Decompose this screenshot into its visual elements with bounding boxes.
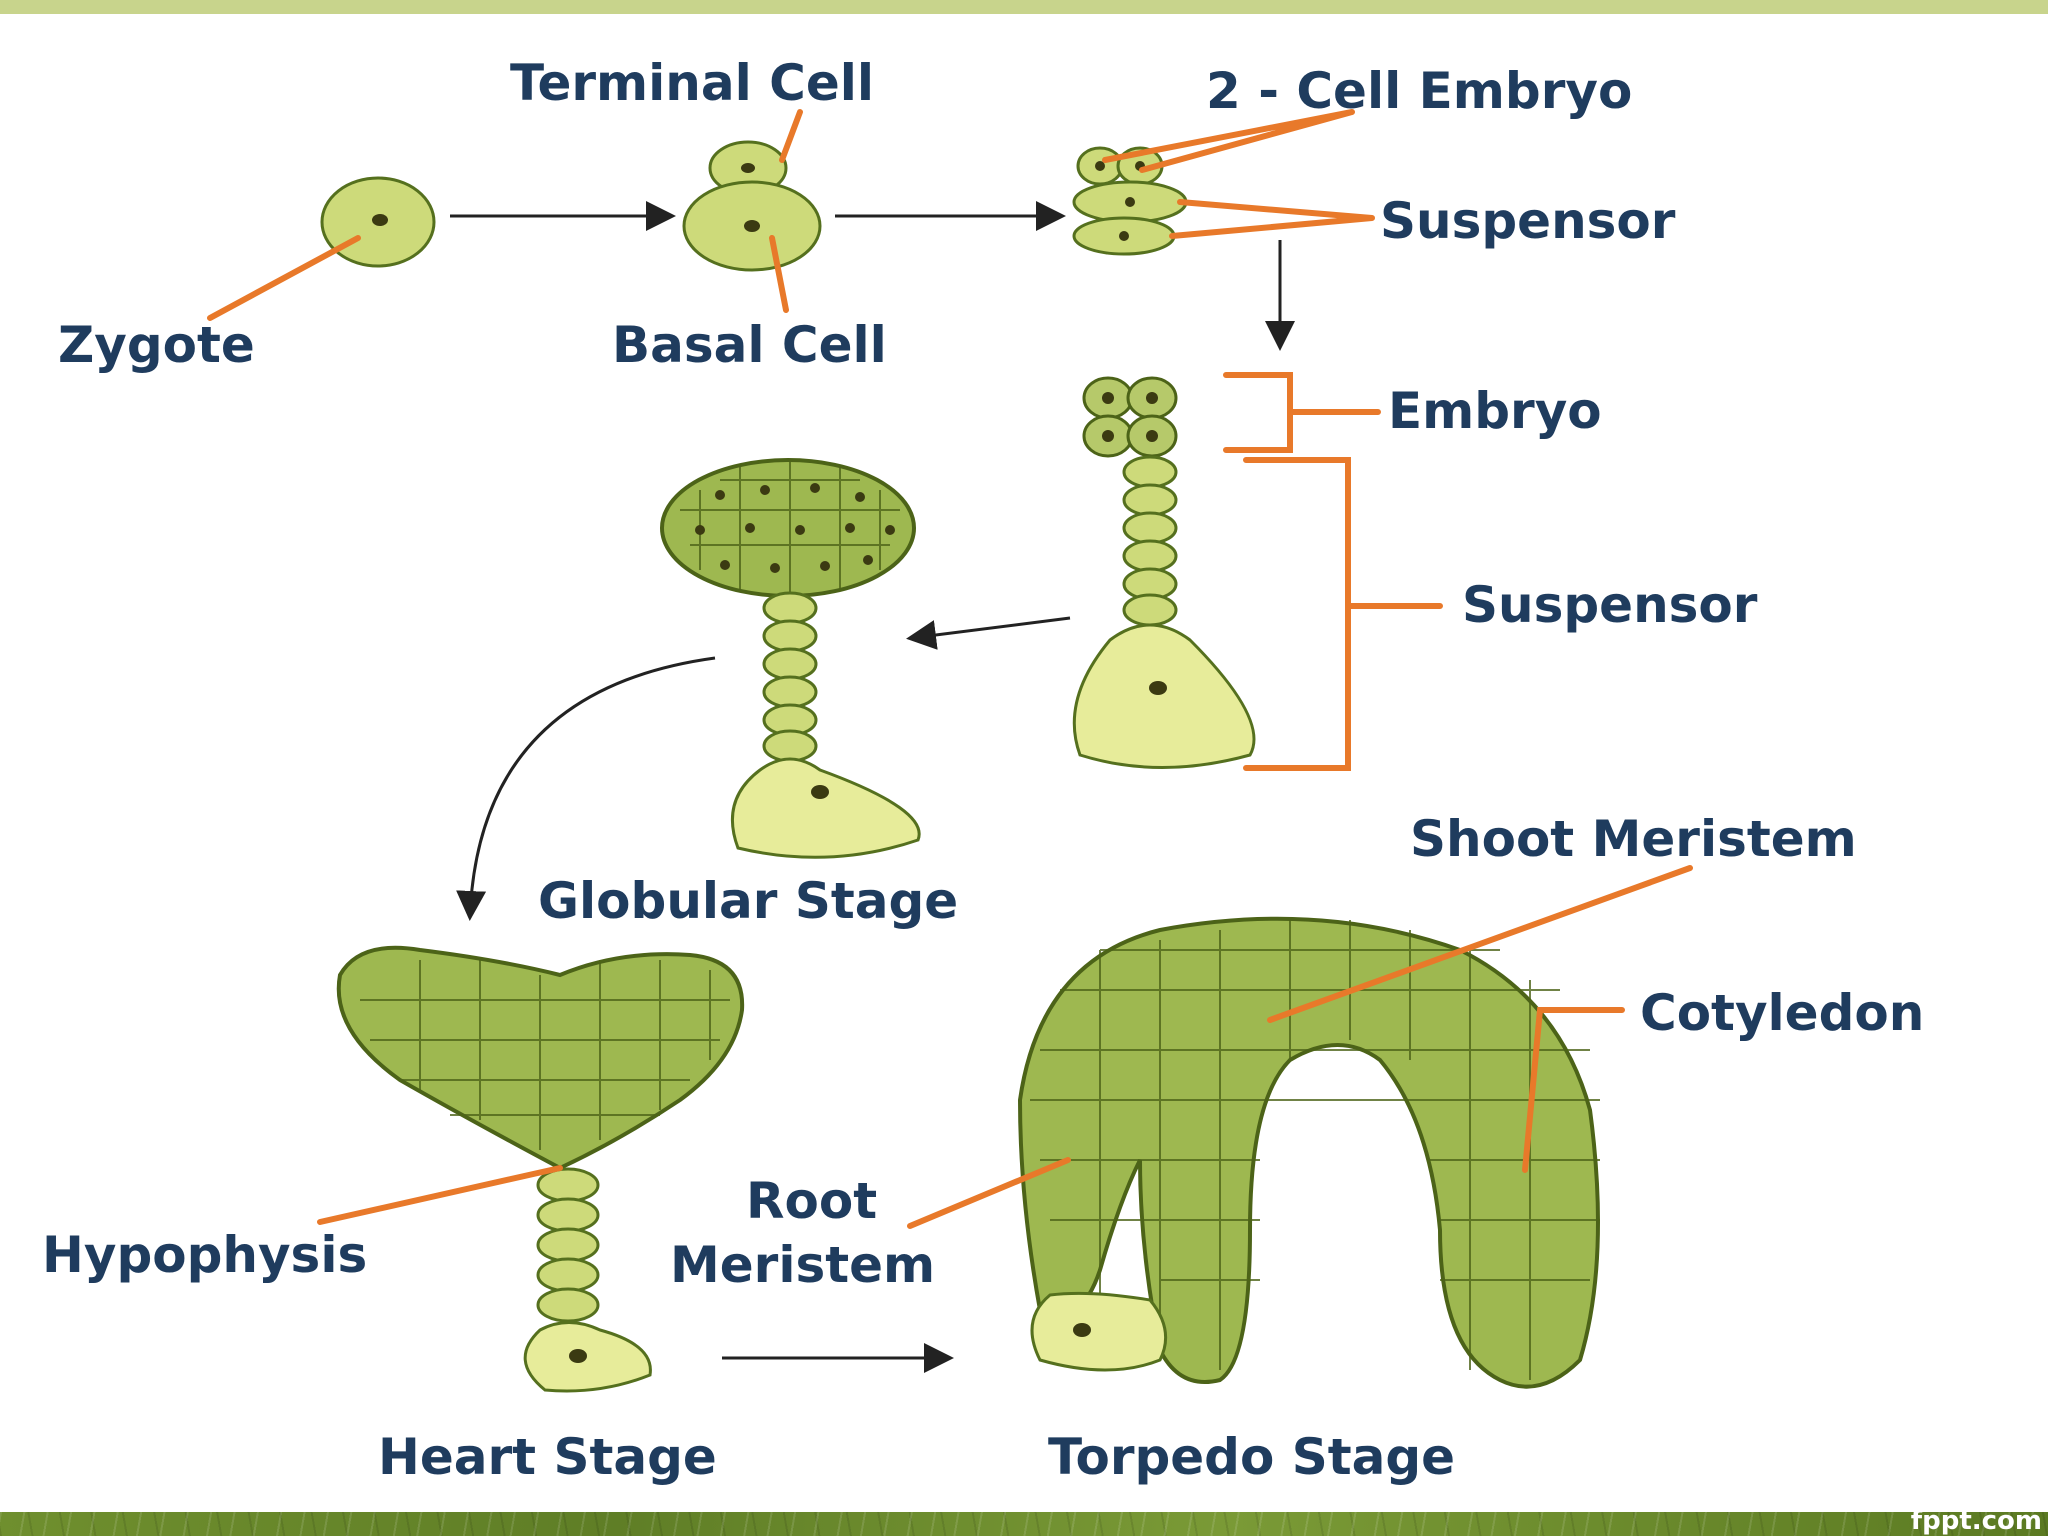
top-border-bar [0,0,2048,14]
root-meristem-leader [907,1157,1071,1229]
terminal-cell-leader [779,109,803,163]
label-cotyledon: Cotyledon [1640,984,1924,1042]
label-suspensor-mid: Suspensor [1462,576,1758,634]
suspensor-bracket [1243,457,1443,771]
label-meristem: Meristem [670,1236,935,1294]
bottom-grass-bar [0,1512,2048,1536]
label-heart-stage: Heart Stage [378,1428,717,1486]
embryo-with-suspensor [1072,376,1256,769]
watermark-text: fppt.com [1910,1506,2042,1536]
two-cell-stage [682,140,822,272]
zygote-cell [320,176,436,268]
label-embryo: Embryo [1388,382,1602,440]
embryo-bracket [1223,372,1381,453]
two-cell-embryo-leader [1102,109,1355,173]
label-terminal-cell: Terminal Cell [510,54,874,112]
label-suspensor-top: Suspensor [1380,192,1676,250]
globular-stage-embryo [660,458,921,859]
torpedo-stage-embryo [1017,916,1600,1389]
label-zygote: Zygote [58,316,255,374]
label-basal-cell: Basal Cell [612,316,887,374]
basal-cell-leader [769,235,789,313]
label-shoot-meristem: Shoot Meristem [1410,810,1857,868]
suspensor-top-leader [1169,199,1375,239]
hypophysis-leader [317,1165,563,1225]
label-two-cell-embryo: 2 - Cell Embryo [1206,62,1632,120]
zygote-leader [207,235,361,321]
label-root: Root [746,1172,877,1230]
arrow-to-heart [456,656,716,921]
label-hypophysis: Hypophysis [42,1226,367,1284]
label-torpedo-stage: Torpedo Stage [1048,1428,1455,1486]
heart-stage-embryo [336,945,745,1393]
cotyledon-leader [1522,1007,1625,1173]
shoot-meristem-leader [1267,865,1693,1023]
arrow-to-globular [906,616,1071,650]
label-globular-stage: Globular Stage [538,872,958,930]
